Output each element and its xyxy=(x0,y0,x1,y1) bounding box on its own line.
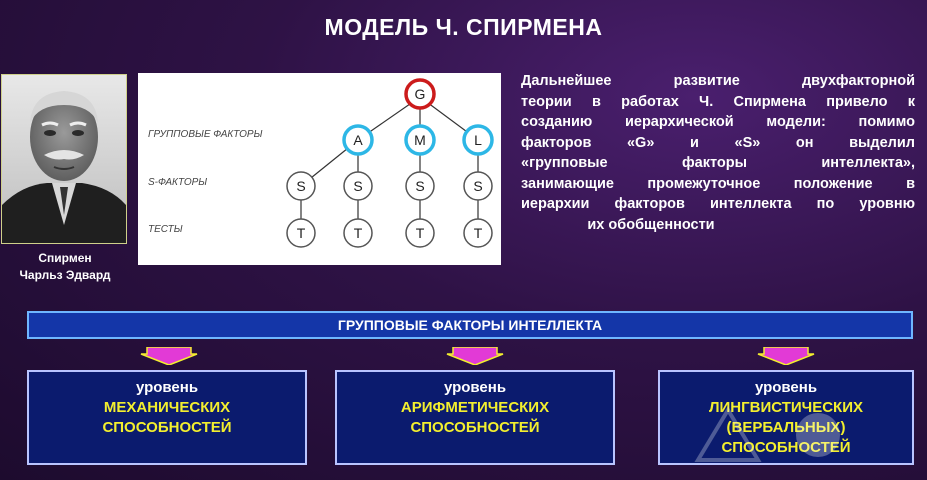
tree-node-s-3-label: S xyxy=(415,178,424,194)
watermark-logo-icon xyxy=(694,406,840,462)
tree-node-group-a: A xyxy=(342,124,374,156)
tree-node-t-1: T xyxy=(286,218,316,248)
arrow-down-icon xyxy=(140,347,198,365)
level-box-arithmetic-line2: СПОСОБНОСТЕЙ xyxy=(410,419,540,436)
tree-node-t-1-label: T xyxy=(297,225,306,241)
tree-node-s-2-label: S xyxy=(353,178,362,194)
level-box-arithmetic-line1: АРИФМЕТИЧЕСКИХ xyxy=(400,399,550,416)
level-box-linguistic-head: уровень xyxy=(754,379,818,396)
tree-node-t-2-label: T xyxy=(354,225,363,241)
level-box-arithmetic: уровень АРИФМЕТИЧЕСКИХ СПОСОБНОСТЕЙ xyxy=(335,370,615,465)
level-box-mechanical-line2: СПОСОБНОСТЕЙ xyxy=(102,419,232,436)
row-label-s-factors: S-ФАКТОРЫ xyxy=(148,177,207,188)
tree-node-s-4-label: S xyxy=(473,178,482,194)
tree-node-group-l: L xyxy=(462,124,494,156)
tree-node-group-l-label: L xyxy=(474,132,482,148)
portrait-caption-name: Чарльз Эдвард xyxy=(19,268,111,282)
level-box-arithmetic-head: уровень xyxy=(443,379,507,396)
group-factors-band: ГРУППОВЫЕ ФАКТОРЫ ИНТЕЛЛЕКТА xyxy=(27,311,913,339)
tree-edges xyxy=(300,96,479,233)
slide-title: МОДЕЛЬ Ч. СПИРМЕНА xyxy=(324,14,603,40)
arrow-down-icon xyxy=(757,347,815,365)
tree-node-s-1: S xyxy=(286,171,316,201)
tree-node-root-label: G xyxy=(415,86,426,102)
level-box-linguistic-line1: ЛИНГВИСТИЧЕСКИХ xyxy=(709,399,863,416)
level-box-linguistic: уровень ЛИНГВИСТИЧЕСКИХ (ВЕРБАЛЬНЫХ) СПО… xyxy=(658,370,914,465)
tree-node-s-3: S xyxy=(405,171,435,201)
tree-node-group-m: M xyxy=(404,124,436,156)
portrait-caption: Спирмен Чарльз Эдвард xyxy=(0,250,130,284)
level-box-mechanical: уровень МЕХАНИЧЕСКИХ СПОСОБНОСТЕЙ xyxy=(27,370,307,465)
arrow-down-icon xyxy=(446,347,504,365)
level-box-mechanical-line1: МЕХАНИЧЕСКИХ xyxy=(103,399,231,416)
row-label-group-factors: ГРУППОВЫЕ ФАКТОРЫ xyxy=(148,129,263,140)
tree-node-t-4-label: T xyxy=(474,225,483,241)
description-line-5: «групповые факторы интеллекта», xyxy=(521,155,915,171)
row-label-tests: ТЕСТЫ xyxy=(148,224,183,235)
description-line-4: факторов «G» и «S» он выделил xyxy=(521,134,915,151)
tree-node-s-4: S xyxy=(463,171,493,201)
tree-node-t-3: T xyxy=(405,218,435,248)
level-box-mechanical-head: уровень xyxy=(135,379,199,396)
portrait-caption-surname: Спирмен xyxy=(38,251,92,265)
tree-node-t-4: T xyxy=(463,218,493,248)
description-line-6: занимающие промежуточное положение в xyxy=(521,175,915,192)
description-line-3: созданию иерархической модели: помимо xyxy=(521,114,915,130)
description-line-1: Дальнейшее развитие двухфакторной xyxy=(521,73,915,89)
tree-node-t-3-label: T xyxy=(416,225,425,241)
level-box-linguistic-line2: (ВЕРБАЛЬНЫХ) xyxy=(726,419,846,436)
description-line-7: иерархии факторов интеллекта по уровню xyxy=(521,196,915,212)
tree-node-root: G xyxy=(404,78,436,110)
tree-node-s-2: S xyxy=(343,171,373,201)
level-box-linguistic-line3: СПОСОБНОСТЕЙ xyxy=(721,439,851,456)
hierarchy-tree-diagram: ГРУППОВЫЕ ФАКТОРЫ S-ФАКТОРЫ ТЕСТЫ G A M … xyxy=(148,78,494,248)
tree-node-t-2: T xyxy=(343,218,373,248)
tree-node-s-1-label: S xyxy=(296,178,305,194)
description-line-2: теории в работах Ч. Спирмена привело к xyxy=(521,93,915,110)
tree-node-group-a-label: A xyxy=(353,132,363,148)
spearman-portrait xyxy=(1,74,127,244)
description-paragraph: Дальнейшее развитие двухфакторной теории… xyxy=(521,71,915,235)
hierarchy-tree-panel: ГРУППОВЫЕ ФАКТОРЫ S-ФАКТОРЫ ТЕСТЫ G A M … xyxy=(138,73,501,265)
tree-node-group-m-label: M xyxy=(414,132,426,148)
description-line-8: их обобщенности xyxy=(587,216,715,233)
